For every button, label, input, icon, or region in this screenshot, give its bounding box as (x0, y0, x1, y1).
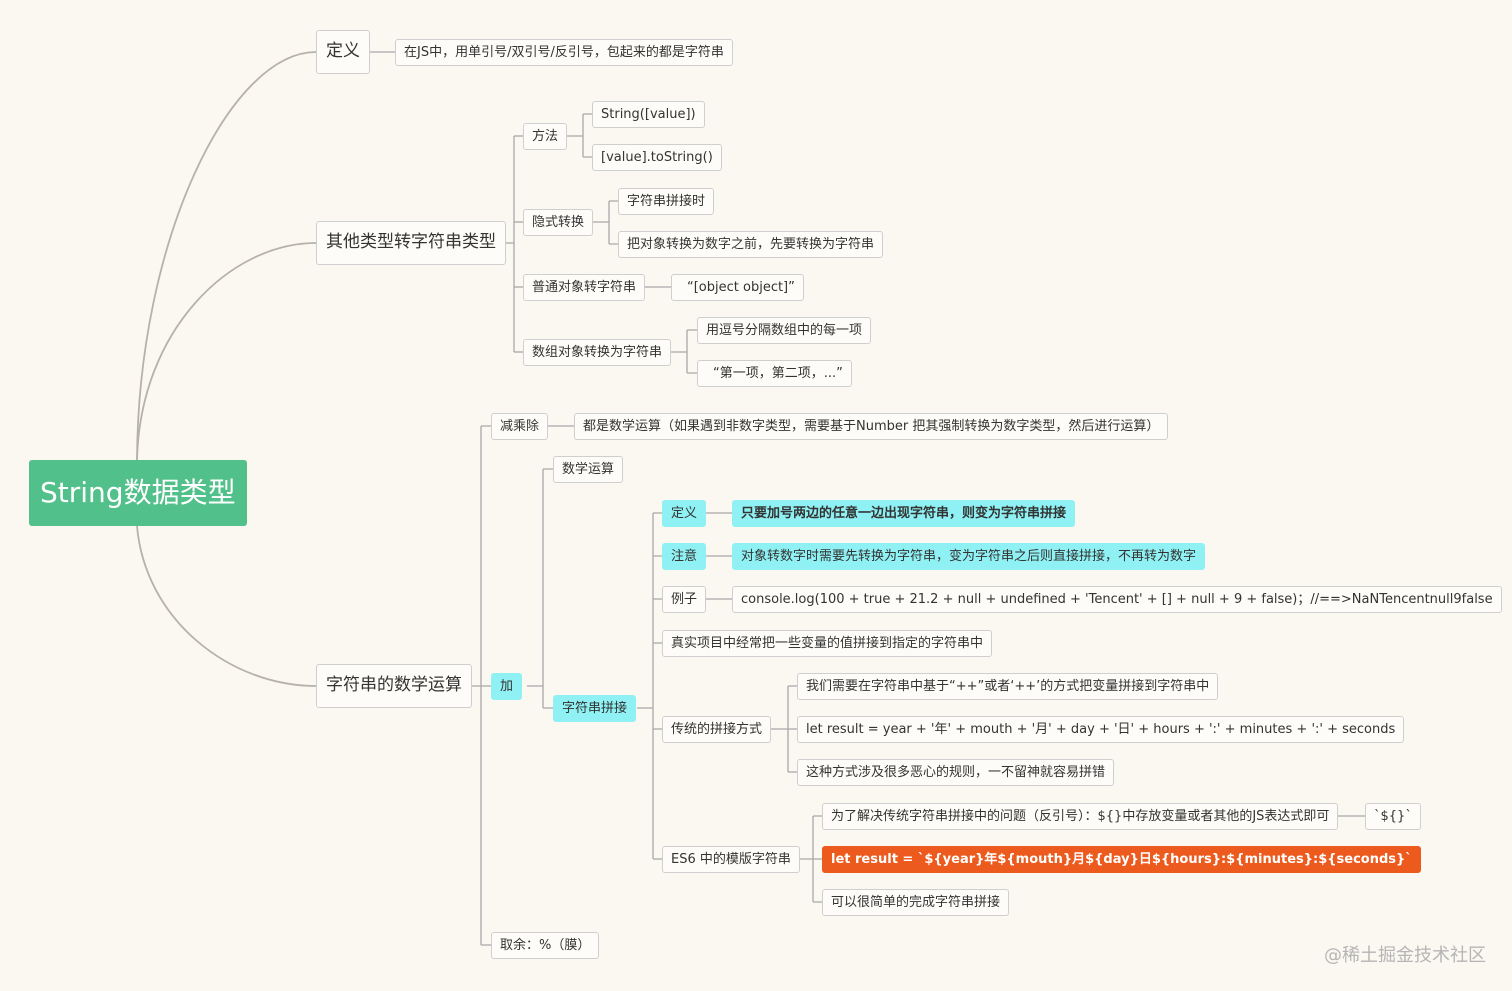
concat-definition-label[interactable]: 定义 (662, 500, 707, 527)
subtopic-plain-object[interactable]: 普通对象转字符串 (523, 274, 646, 301)
topic-definition[interactable]: 定义 (316, 30, 370, 74)
es6-purpose-tag[interactable]: `${}` (1365, 803, 1421, 830)
es6-template-label[interactable]: ES6 中的模版字符串 (662, 846, 800, 873)
es6-easy[interactable]: 可以很简单的完成字符串拼接 (822, 889, 1010, 916)
minus-text[interactable]: 都是数学运算（如果遇到非数字类型，需要基于Number 把其强制转换为数字类型，… (574, 413, 1169, 440)
es6-purpose[interactable]: 为了解决传统字符串拼接中的问题（反引号）：${}中存放变量或者其他的JS表达式即… (822, 803, 1339, 830)
topic-type-conversion[interactable]: 其他类型转字符串类型 (316, 221, 506, 265)
subtopic-plus[interactable]: 加 (491, 673, 523, 700)
traditional-item-drawback[interactable]: 这种方式涉及很多恶心的规则，一不留神就容易拼错 (797, 759, 1115, 786)
concat-example-code[interactable]: console.log(100 + true + 21.2 + null + u… (732, 586, 1502, 613)
concat-real-project[interactable]: 真实项目中经常把一些变量的值拼接到指定的字符串中 (662, 630, 993, 657)
plain-object-result[interactable]: “[object object]” (671, 274, 804, 301)
method-item-tostring[interactable]: [value].toString() (592, 144, 722, 171)
implicit-item-object[interactable]: 把对象转换为数字之前，先要转换为字符串 (618, 231, 884, 258)
concat-example-label[interactable]: 例子 (662, 586, 707, 613)
subtopic-minus-multiply-divide[interactable]: 减乘除 (491, 413, 549, 440)
definition-text[interactable]: 在JS中，用单引号/双引号/反引号，包起来的都是字符串 (395, 39, 733, 66)
topic-string-math[interactable]: 字符串的数学运算 (316, 664, 472, 708)
subtopic-array-object[interactable]: 数组对象转换为字符串 (523, 339, 672, 366)
method-item-string[interactable]: String([value]) (592, 101, 705, 128)
concat-note-label[interactable]: 注意 (662, 543, 707, 570)
subtopic-modulo[interactable]: 取余：%（膜） (491, 932, 600, 959)
concat-definition-text[interactable]: 只要加号两边的任意一边出现字符串，则变为字符串拼接 (732, 500, 1076, 527)
subtopic-method[interactable]: 方法 (523, 123, 568, 150)
concat-note-text[interactable]: 对象转数字时需要先转换为字符串，变为字符串之后则直接拼接，不再转为数字 (732, 543, 1206, 570)
es6-code[interactable]: let result = `${year}年${mouth}月${day}日${… (822, 846, 1421, 873)
traditional-item-description[interactable]: 我们需要在字符串中基于“++”或者‘++’的方式把变量拼接到字符串中 (797, 673, 1219, 700)
subtopic-implicit[interactable]: 隐式转换 (523, 209, 594, 236)
array-item-comma[interactable]: 用逗号分隔数组中的每一项 (697, 317, 872, 344)
plus-arithmetic[interactable]: 数学运算 (553, 456, 624, 483)
traditional-concat-label[interactable]: 传统的拼接方式 (662, 716, 772, 743)
watermark: @稀土掘金技术社区 (1324, 945, 1486, 966)
array-item-example[interactable]: “第一项，第二项，...” (697, 360, 852, 387)
traditional-item-code[interactable]: let result = year + '年' + mouth + '月' + … (797, 716, 1405, 743)
implicit-item-concat[interactable]: 字符串拼接时 (618, 188, 715, 215)
root-topic[interactable]: String数据类型 (29, 460, 247, 526)
plus-string-concat[interactable]: 字符串拼接 (553, 695, 637, 722)
